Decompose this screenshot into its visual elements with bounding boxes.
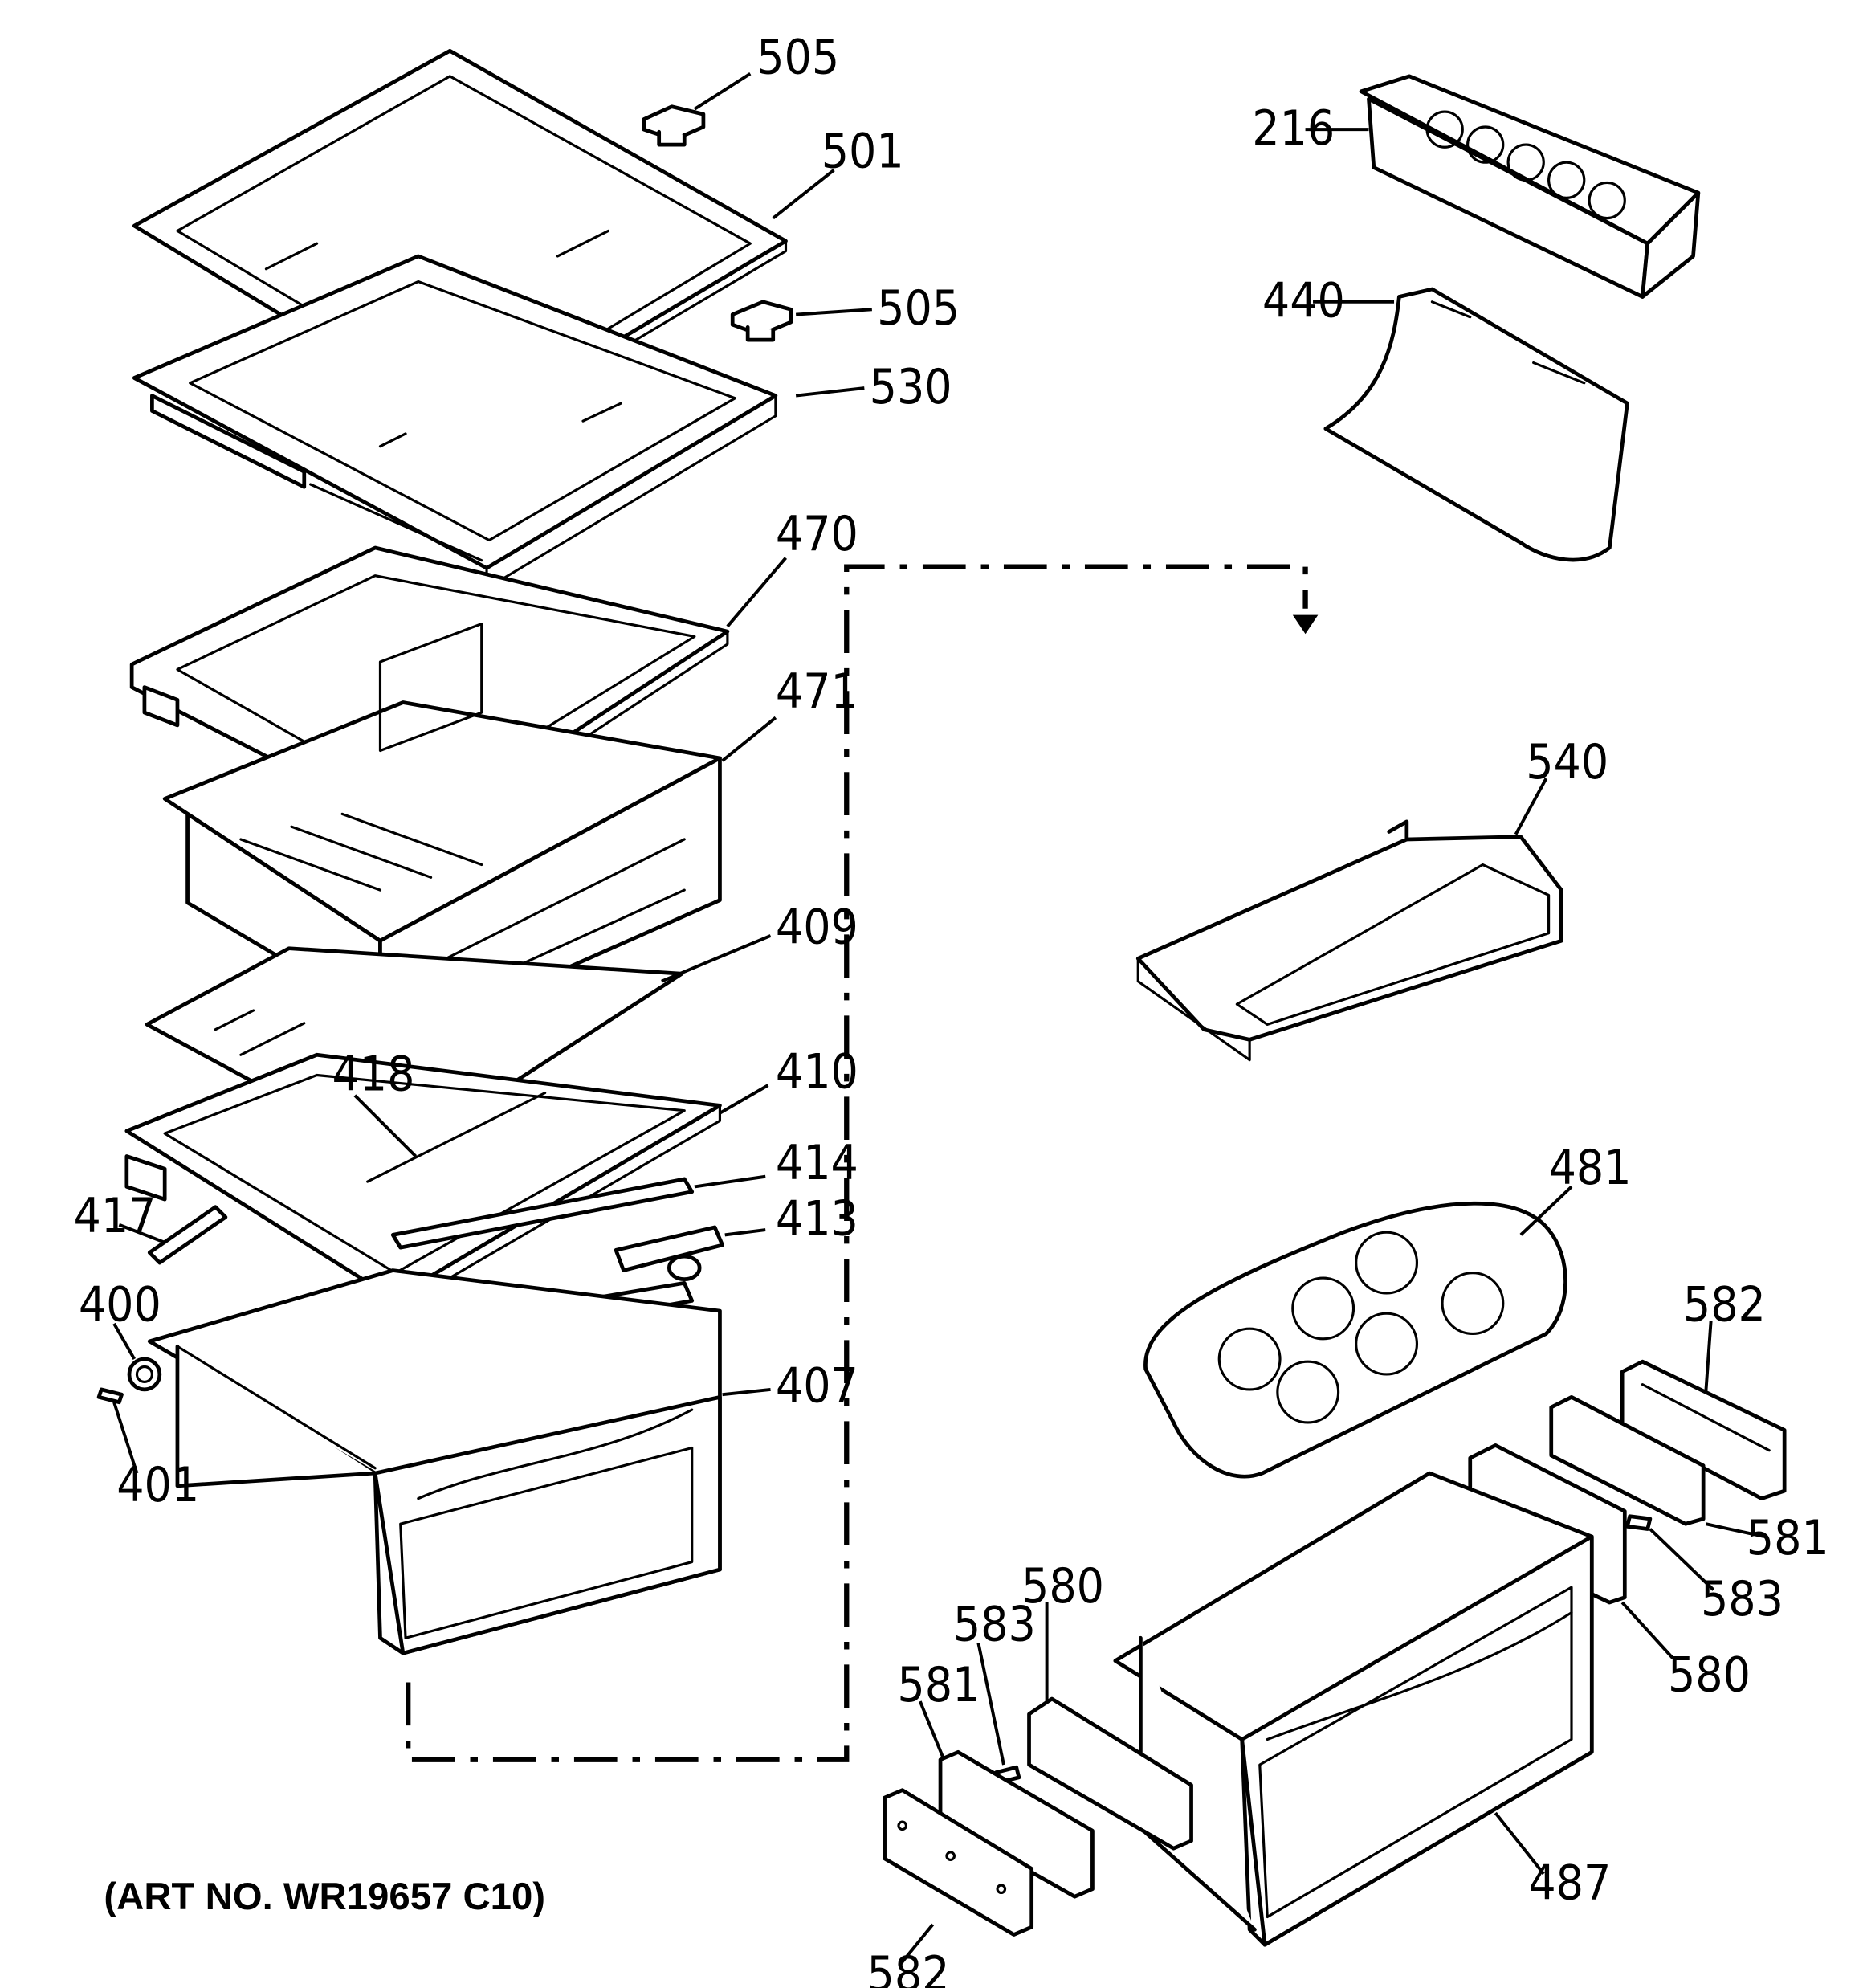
label-583-lower: 583: [953, 1596, 1036, 1652]
label-413: 413: [776, 1190, 858, 1247]
label-414: 414: [776, 1135, 858, 1191]
label-417: 417: [74, 1188, 157, 1244]
art-number: (ART NO. WR19657 C10): [104, 1876, 545, 1918]
label-505-middle: 505: [877, 280, 960, 337]
part-407-drawer: [147, 1268, 722, 1655]
part-583-screw-upper: [1625, 1514, 1653, 1531]
part-540-shelf-cover: [1135, 819, 1563, 1062]
label-481: 481: [1549, 1140, 1632, 1196]
label-418: 418: [332, 1046, 414, 1102]
label-407: 407: [776, 1358, 858, 1414]
part-414-bar: [390, 1177, 695, 1250]
part-487-drawer: [1113, 1471, 1594, 1947]
label-581-upper: 581: [1747, 1510, 1829, 1566]
label-410: 410: [776, 1043, 858, 1100]
label-400: 400: [79, 1277, 161, 1333]
part-582-block-lower: [883, 1788, 1034, 1937]
label-471: 471: [776, 663, 858, 720]
label-501: 501: [821, 123, 904, 179]
label-583-upper: 583: [1701, 1571, 1784, 1627]
part-400-knob: [127, 1357, 162, 1392]
label-401: 401: [116, 1457, 199, 1513]
part-505-clip-top: [642, 104, 706, 147]
label-540: 540: [1526, 734, 1608, 790]
label-409: 409: [776, 899, 858, 955]
part-440-curved-cover: [1323, 287, 1629, 562]
label-530: 530: [870, 359, 952, 415]
part-410-frame: [124, 1052, 722, 1312]
label-580-lower: 580: [1021, 1558, 1104, 1614]
part-530-shelf-frame: [132, 254, 778, 590]
assembly-connector-line: [406, 564, 1319, 1762]
part-505-clip-middle: [730, 300, 793, 342]
part-417-rod: [147, 1205, 228, 1265]
part-481-egg-tray: [1143, 1201, 1567, 1479]
label-582-upper: 582: [1683, 1277, 1766, 1333]
part-216-bin: [1359, 74, 1701, 299]
part-413-handle: [614, 1225, 724, 1281]
label-470: 470: [776, 506, 858, 562]
label-216: 216: [1252, 100, 1335, 157]
label-487: 487: [1528, 1855, 1611, 1911]
label-580-upper: 580: [1668, 1647, 1751, 1704]
part-401-screw: [96, 1387, 124, 1405]
part-581-rail-upper: [1549, 1395, 1706, 1526]
label-582-lower: 582: [867, 1946, 950, 1988]
label-505-top: 505: [756, 30, 839, 86]
leader-lines: [112, 72, 1765, 1966]
part-labels: 505 501 505 530 470 471 409 418 410 414 …: [74, 30, 1829, 1988]
label-440: 440: [1262, 273, 1345, 329]
part-580-bracket-lower: [1027, 1696, 1193, 1851]
label-581-lower: 581: [897, 1657, 980, 1713]
